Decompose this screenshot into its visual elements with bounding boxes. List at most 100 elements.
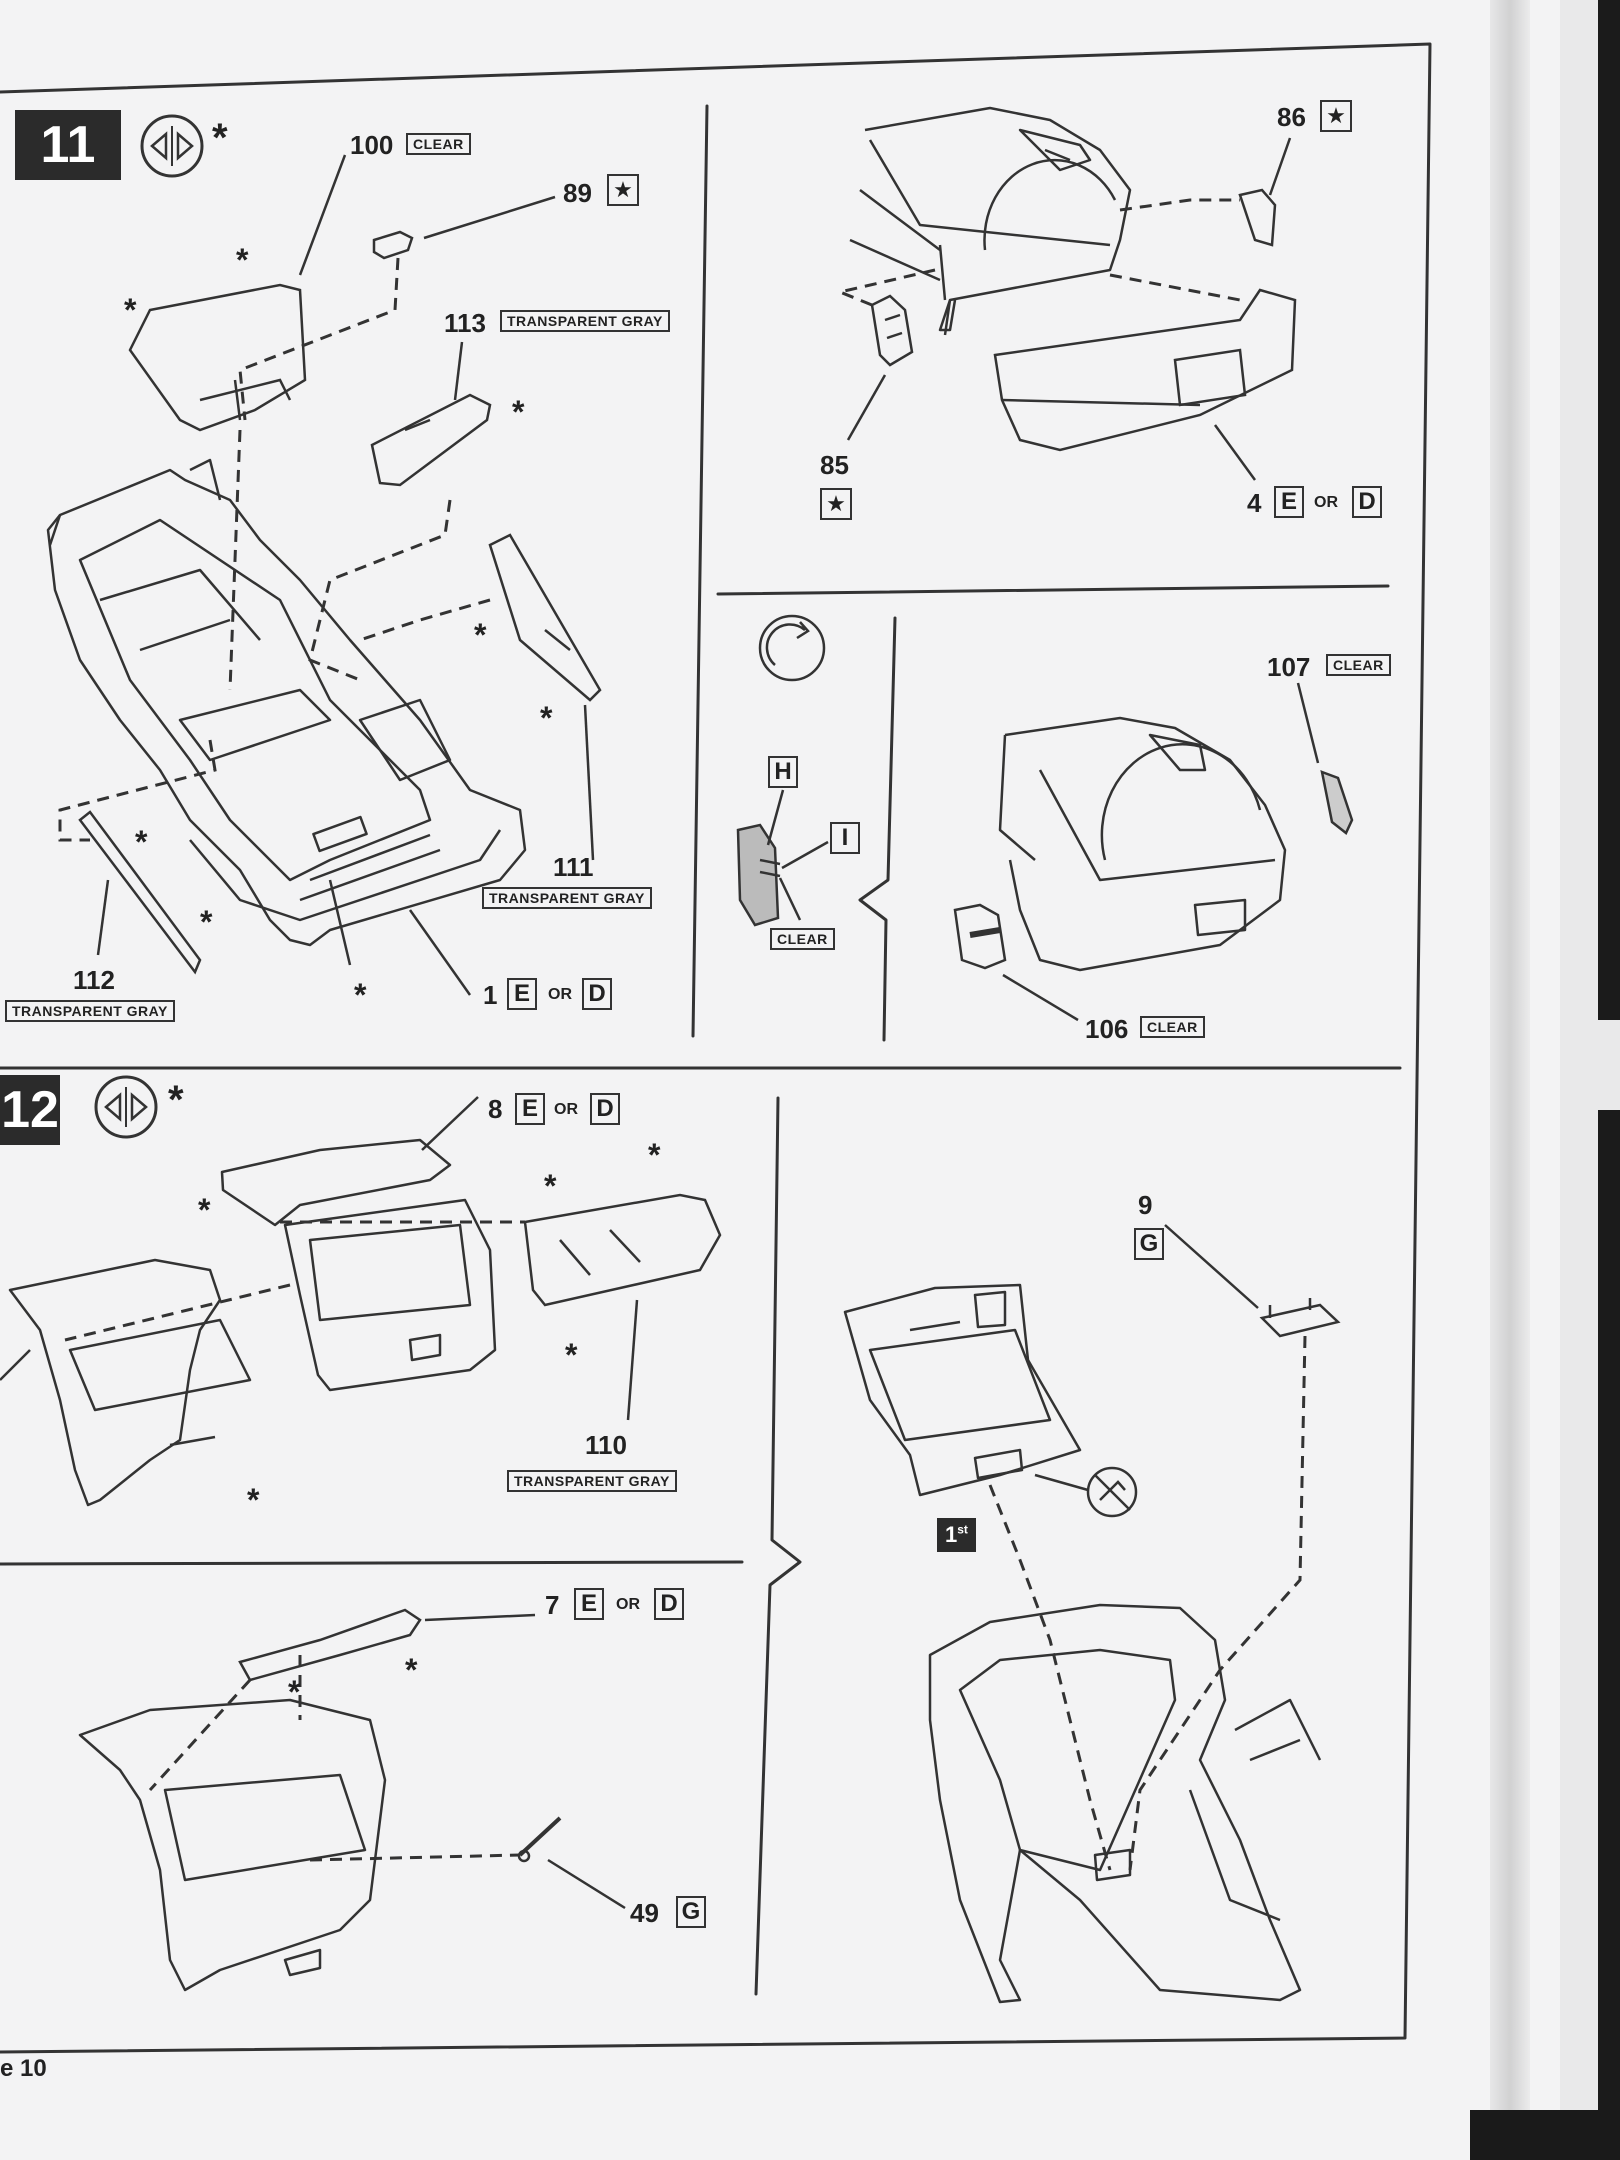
glue-asterisk: * bbox=[247, 1482, 260, 1518]
part-89-shape bbox=[372, 230, 414, 260]
step11-lower-right-leaders bbox=[1002, 682, 1320, 1022]
part-86-number: 86 bbox=[1277, 102, 1306, 132]
glue-asterisk: * bbox=[288, 1674, 301, 1710]
rotate-view-icon bbox=[758, 614, 826, 682]
hatch-left-shape bbox=[8, 1258, 252, 1507]
step12-bottom-guide-lines bbox=[148, 1655, 521, 1862]
first-step-badge: 1st bbox=[937, 1518, 976, 1552]
step-12-asterisk: * bbox=[168, 1078, 184, 1122]
part-7-spoiler-shape bbox=[238, 1608, 422, 1682]
part-112-number: 112 bbox=[73, 965, 115, 995]
glue-asterisk: * bbox=[512, 394, 525, 430]
part-113-color: TRANSPARENT GRAY bbox=[500, 310, 670, 332]
part-111-shape bbox=[488, 533, 602, 702]
glue-asterisk: * bbox=[565, 1337, 578, 1373]
part-49-wiper-shape bbox=[517, 1816, 562, 1863]
both-sides-icon bbox=[140, 114, 204, 178]
glue-asterisk: * bbox=[135, 824, 148, 860]
no-glue-icon bbox=[1034, 1466, 1138, 1518]
part-100-color: CLEAR bbox=[406, 133, 471, 155]
part-4-or: OR bbox=[1314, 494, 1338, 511]
part-85-taillight-shape bbox=[870, 294, 914, 367]
rear-body-part bbox=[849, 106, 1132, 336]
part-8-tree-d: D bbox=[590, 1093, 620, 1125]
part-49-number: 49 bbox=[630, 1898, 659, 1928]
part-9-tree-g: G bbox=[1134, 1228, 1164, 1260]
part-49-tree-g: G bbox=[676, 1896, 706, 1928]
part-100-number: 100 bbox=[350, 130, 394, 160]
step12-arrow-divider bbox=[754, 1096, 802, 1996]
part-112-shape bbox=[78, 810, 202, 975]
glue-asterisk: * bbox=[544, 1168, 557, 1204]
page-fold-shadow bbox=[1490, 0, 1530, 2160]
part-111-number: 111 bbox=[553, 852, 594, 882]
tail-light-part-h: H bbox=[768, 756, 798, 788]
part-110-number: 110 bbox=[585, 1430, 627, 1460]
part-107-shape bbox=[1320, 770, 1354, 835]
part-107-number: 107 bbox=[1267, 652, 1311, 682]
glue-asterisk: * bbox=[540, 700, 553, 736]
part-1-or: OR bbox=[548, 986, 572, 1003]
part-1-tree-e: E bbox=[507, 978, 537, 1010]
part-1-tree-d: D bbox=[582, 978, 612, 1010]
step11-arrow-divider bbox=[858, 616, 897, 1042]
glue-asterisk: * bbox=[198, 1192, 211, 1228]
step12-bottom-leaders bbox=[424, 1613, 626, 1910]
step12-horizontal-divider bbox=[0, 1560, 744, 1566]
part-8-or: OR bbox=[554, 1101, 578, 1118]
glue-asterisk: * bbox=[124, 292, 137, 328]
part-4-tree-e: E bbox=[1274, 486, 1304, 518]
table-surface bbox=[1470, 2110, 1620, 2160]
part-112-color: TRANSPARENT GRAY bbox=[5, 1000, 175, 1022]
part-9-shape bbox=[1259, 1298, 1341, 1338]
part-110-window-shape bbox=[523, 1193, 722, 1307]
glue-asterisk: * bbox=[648, 1137, 661, 1173]
part-89-number: 89 bbox=[563, 178, 592, 208]
page-frame bbox=[0, 42, 1432, 2054]
step12-right-leaders bbox=[1164, 1224, 1259, 1309]
part-110-color: TRANSPARENT GRAY bbox=[507, 1470, 677, 1492]
step-11-number: 11 bbox=[15, 110, 121, 180]
part-4-number: 4 bbox=[1247, 488, 1262, 518]
part-4-tree-d: D bbox=[1352, 486, 1382, 518]
instruction-sheet bbox=[0, 0, 1560, 2160]
part-113-shape bbox=[370, 393, 492, 487]
part-7-number: 7 bbox=[545, 1590, 560, 1620]
step-11-asterisk: * bbox=[212, 116, 228, 160]
tail-light-part-i: I bbox=[830, 822, 860, 854]
hatch-spoiler-assembled-shape bbox=[78, 1698, 387, 1992]
part-106-number: 106 bbox=[1085, 1014, 1129, 1044]
next-page-edge bbox=[1598, 0, 1620, 1020]
part-111-color: TRANSPARENT GRAY bbox=[482, 887, 652, 909]
page-number: e 10 bbox=[0, 2055, 47, 2082]
glue-asterisk: * bbox=[354, 977, 367, 1013]
step11-right-guide-lines bbox=[835, 198, 1241, 307]
part-100-shape bbox=[128, 283, 307, 432]
part-86-star-icon: ★ bbox=[1320, 100, 1352, 132]
step11-horizontal-divider bbox=[716, 584, 1390, 596]
liftgate-open-shape bbox=[843, 1283, 1082, 1497]
part-7-tree-e: E bbox=[574, 1588, 604, 1620]
part-8-number: 8 bbox=[488, 1094, 503, 1124]
part-85-number: 85 bbox=[820, 450, 849, 480]
part-107-color: CLEAR bbox=[1326, 654, 1391, 676]
step11-leader-lines bbox=[96, 154, 595, 996]
glue-asterisk: * bbox=[236, 242, 249, 278]
part-4-bumper-shape bbox=[993, 288, 1297, 452]
part-86-shape bbox=[1238, 188, 1277, 247]
tail-light-clear: CLEAR bbox=[770, 928, 835, 950]
part-89-star-icon: ★ bbox=[607, 174, 639, 206]
step12-top-leaders bbox=[0, 1096, 639, 1421]
hatch-part-8-shape bbox=[220, 1138, 497, 1392]
step12-right-guide-lines bbox=[988, 1335, 1307, 1871]
both-sides-icon bbox=[94, 1075, 158, 1139]
part-85-star-icon: ★ bbox=[820, 488, 852, 520]
next-page-edge-lower bbox=[1598, 1110, 1620, 2110]
glue-asterisk: * bbox=[474, 617, 487, 653]
part-1-number: 1 bbox=[483, 980, 498, 1010]
glue-asterisk: * bbox=[200, 904, 213, 940]
rear-assembled-part bbox=[998, 716, 1287, 972]
part-9-number: 9 bbox=[1138, 1190, 1153, 1220]
step11-guide-lines bbox=[58, 257, 491, 842]
